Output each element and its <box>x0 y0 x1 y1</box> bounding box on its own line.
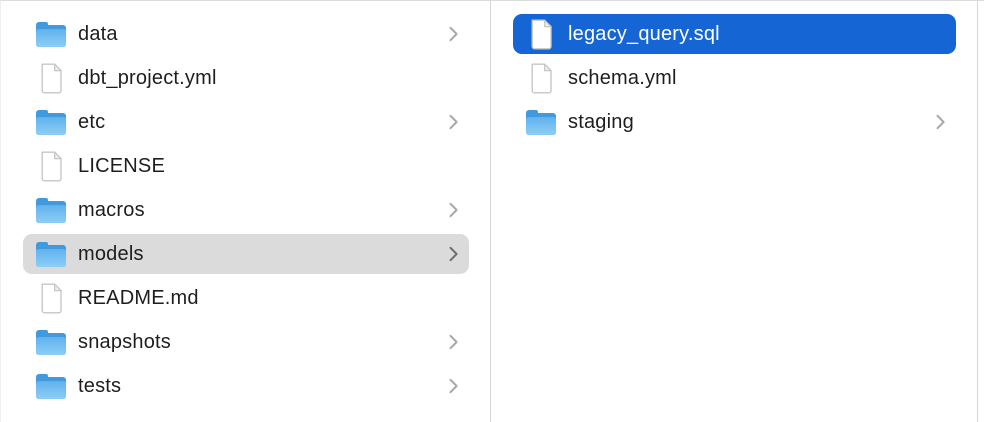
folder-row[interactable]: staging <box>491 100 977 144</box>
folder-row[interactable]: data <box>1 12 490 56</box>
chevron-right-icon <box>448 113 459 131</box>
folder-icon <box>36 21 66 47</box>
document-icon <box>39 151 64 182</box>
document-icon <box>39 63 64 94</box>
folder-icon <box>36 329 66 355</box>
file-name-label: schema.yml <box>568 66 677 89</box>
chevron-right-icon <box>448 245 459 263</box>
folder-row[interactable]: tests <box>1 364 490 408</box>
folder-icon <box>36 197 66 223</box>
chevron-right-icon <box>448 377 459 395</box>
chevron-right-icon <box>448 25 459 43</box>
folder-row[interactable]: snapshots <box>1 320 490 364</box>
file-name-label: LICENSE <box>78 154 165 177</box>
file-name-label: legacy_query.sql <box>568 22 720 45</box>
finder-column-contents: legacy_query.sql schema.yml staging <box>491 1 978 422</box>
file-row[interactable]: legacy_query.sql <box>491 12 977 56</box>
folder-icon <box>36 241 66 267</box>
document-icon <box>529 19 554 50</box>
file-row[interactable]: dbt_project.yml <box>1 56 490 100</box>
file-name-label: data <box>78 22 118 45</box>
chevron-right-icon <box>935 113 946 131</box>
folder-row[interactable]: macros <box>1 188 490 232</box>
folder-row[interactable]: models <box>1 232 490 276</box>
file-list: data dbt_project.yml etc LICENSE macros <box>1 12 490 408</box>
file-name-label: dbt_project.yml <box>78 66 217 89</box>
folder-row[interactable]: etc <box>1 100 490 144</box>
file-name-label: staging <box>568 110 634 133</box>
document-icon <box>39 283 64 314</box>
finder-column-parent: data dbt_project.yml etc LICENSE macros <box>1 1 491 422</box>
file-row[interactable]: schema.yml <box>491 56 977 100</box>
file-row[interactable]: README.md <box>1 276 490 320</box>
file-name-label: tests <box>78 374 122 397</box>
file-name-label: README.md <box>78 286 199 309</box>
file-name-label: models <box>78 242 144 265</box>
folder-icon <box>36 373 66 399</box>
folder-icon <box>36 109 66 135</box>
file-row[interactable]: LICENSE <box>1 144 490 188</box>
chevron-right-icon <box>448 333 459 351</box>
finder-column-empty <box>978 1 984 422</box>
file-name-label: macros <box>78 198 145 221</box>
folder-icon <box>526 109 556 135</box>
file-name-label: snapshots <box>78 330 171 353</box>
document-icon <box>529 63 554 94</box>
chevron-right-icon <box>448 201 459 219</box>
file-name-label: etc <box>78 110 106 133</box>
file-list: legacy_query.sql schema.yml staging <box>491 12 977 144</box>
